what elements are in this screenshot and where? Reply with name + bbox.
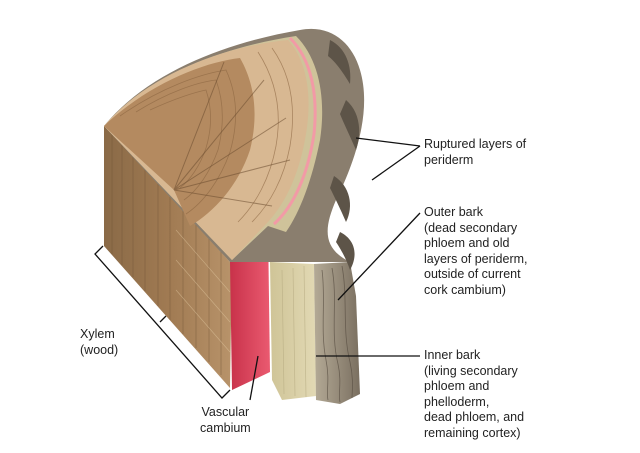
outer-bark-leader xyxy=(337,212,421,301)
ruptured-leader-a xyxy=(355,137,421,147)
cross-section-top xyxy=(104,28,365,263)
inner-bark-label-line4: phelloderm, xyxy=(424,394,490,409)
outer-bark-label-line6: cork cambium) xyxy=(424,282,506,297)
outer-bark-label-line1: Outer bark xyxy=(424,205,484,219)
cambium-leader xyxy=(249,355,259,401)
xylem-label: Xylem (wood) xyxy=(80,327,118,358)
inner-bark-label-line3: phloem and xyxy=(424,379,490,393)
inner-bark-label: Inner bark (living secondary phloem and … xyxy=(424,348,524,441)
xylem-label-line1: Xylem xyxy=(80,327,115,341)
outer-bark-label-line3: phloem and old xyxy=(424,236,510,250)
outer-bark-face xyxy=(314,262,360,404)
leader-lines xyxy=(94,137,421,401)
outer-bark-label-line2: (dead secondary xyxy=(424,220,518,235)
inner-bark-label-line5: dead phloem, and xyxy=(424,410,525,424)
inner-bark-label-line1: Inner bark xyxy=(424,348,481,362)
outer-bark-label: Outer bark (dead secondary phloem and ol… xyxy=(424,205,528,298)
xylem-leader xyxy=(159,315,167,323)
outer-bark-label-line5: outside of current xyxy=(424,267,521,281)
ruptured-leader-b xyxy=(371,145,421,181)
outer-bark-label-line4: layers of periderm, xyxy=(424,251,528,266)
inner-bark-label-line6: remaining cortex) xyxy=(424,425,521,440)
ruptured-periderm-label: Ruptured layers of periderm xyxy=(424,137,526,168)
vascular-cambium-label-line1: Vascular xyxy=(201,405,250,419)
vascular-cambium-label: Vascular cambium xyxy=(200,405,251,436)
ruptured-label-line2: periderm xyxy=(424,152,474,167)
inner-bark-face xyxy=(270,262,316,400)
inner-bark-label-line2: (living secondary xyxy=(424,363,518,378)
xylem-label-line2: (wood) xyxy=(80,342,119,357)
vascular-cambium-label-line2: cambium xyxy=(200,420,251,435)
ruptured-label-line1: Ruptured layers of xyxy=(424,137,527,151)
ruptured-periderm xyxy=(328,40,360,270)
xylem-bracket xyxy=(94,245,231,399)
vascular-cambium-band xyxy=(230,226,270,390)
